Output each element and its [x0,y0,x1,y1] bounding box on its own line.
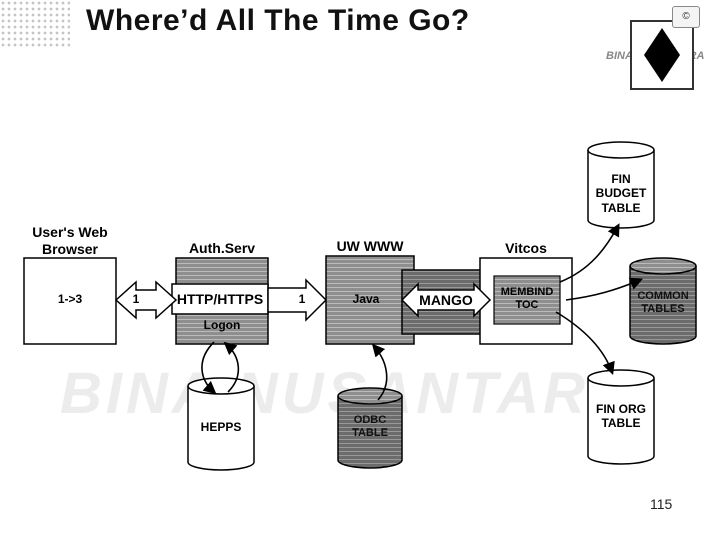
hepps-label: HEPPS [200,420,242,434]
vitcos-inner [493,275,561,325]
slide-title: Where’d All The Time Go? [86,4,470,37]
odbc-cylinder [337,387,403,469]
browser-auth-arrow [114,280,178,320]
uwwww-label: Java [352,292,380,306]
mango-arrow [400,282,492,318]
common-tables-label: COMMON TABLES [637,290,689,316]
browser-header: User's Web Browser [32,224,108,257]
authserv-header: Auth.Serv [188,240,256,256]
browser-box [23,257,117,345]
uwwww-header: UW WWW [336,238,404,254]
authserv-label: HTTP/HTTPS [176,291,264,307]
badge-icon: © [672,6,700,28]
edge-label-browser-auth: 1 [132,292,140,306]
corner-dot-pattern [0,0,70,48]
mango-label: MANGO [419,292,473,308]
edge-label-auth-uwwww: 1 [298,292,306,306]
common-tables-cylinder [629,257,697,345]
vitcos-label: MEMBIND TOC [500,286,554,312]
browser-label: 1->3 [57,292,83,306]
page-number: 115 [650,496,673,512]
fin-budget-cylinder [587,141,655,229]
vitcos-header: Vitcos [505,240,547,256]
fin-org-label: FIN ORG TABLE [596,402,646,431]
authserv-inner [171,283,269,315]
diamond-logo-icon [644,28,680,82]
fin-budget-label: FIN BUDGET TABLE [595,172,647,215]
auth-uwwww-arrow [267,278,328,322]
odbc-label: ODBC TABLE [352,414,388,440]
logo-box [630,20,694,90]
authserv-sub-label: Logon [203,318,241,332]
